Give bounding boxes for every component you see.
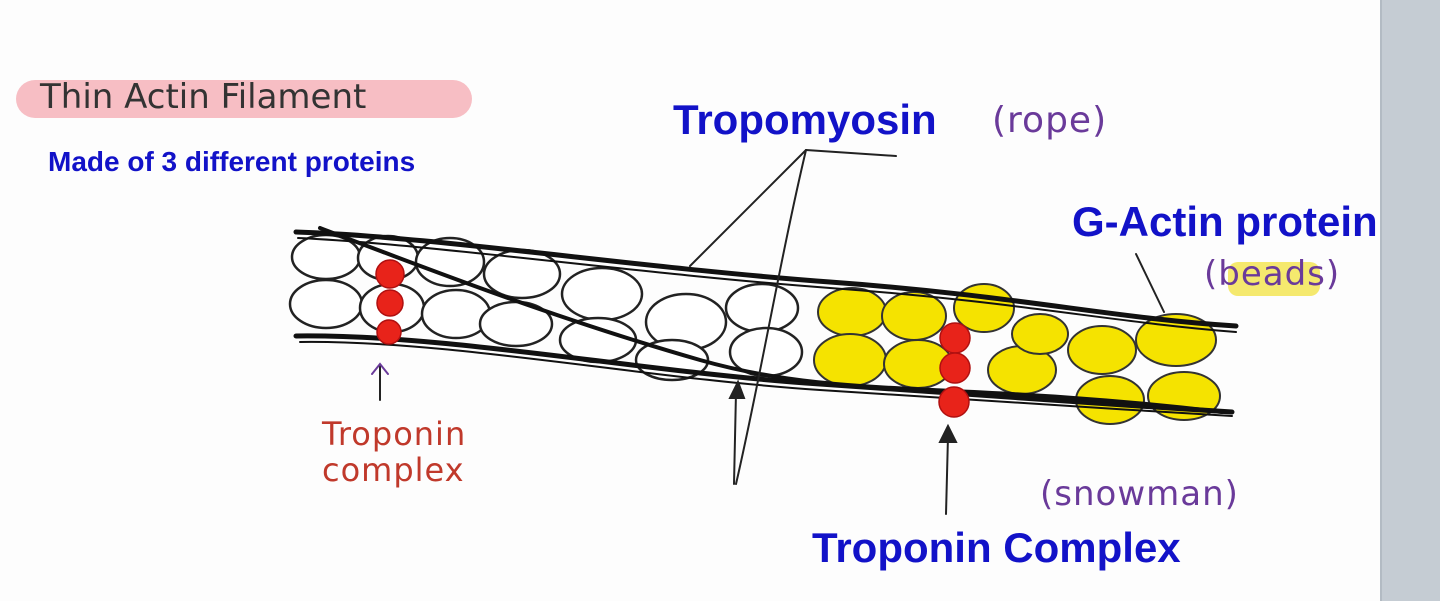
troponin-complex-left [375,259,405,345]
troponin-small-line2: complex [322,451,465,489]
troponin-small-label: Troponin complex [322,416,466,488]
beads-highlight [1228,262,1320,296]
pointer-lines [371,149,1165,515]
troponin-complex-label: Troponin Complex [812,524,1181,571]
troponin-complex-right [938,322,971,418]
white-actin-beads [288,233,804,382]
diagram-subtitle: Made of 3 different proteins [48,146,416,177]
snowman-note: (snowman) [1040,474,1239,514]
diagram-title: Thin Actin Filament [40,77,367,117]
yellow-g-actin-beads [813,283,1221,425]
troponin-small-line1: Troponin [322,415,467,453]
title-highlight [16,80,472,118]
g-actin-label: G-Actin protein [1072,198,1378,245]
beads-note: (beads) [1204,254,1341,294]
tropomyosin-strands [293,226,1239,417]
tropomyosin-label: Tropomyosin [673,96,937,143]
rope-note: (rope) [992,100,1108,141]
right-scrollbar[interactable] [1380,0,1440,601]
